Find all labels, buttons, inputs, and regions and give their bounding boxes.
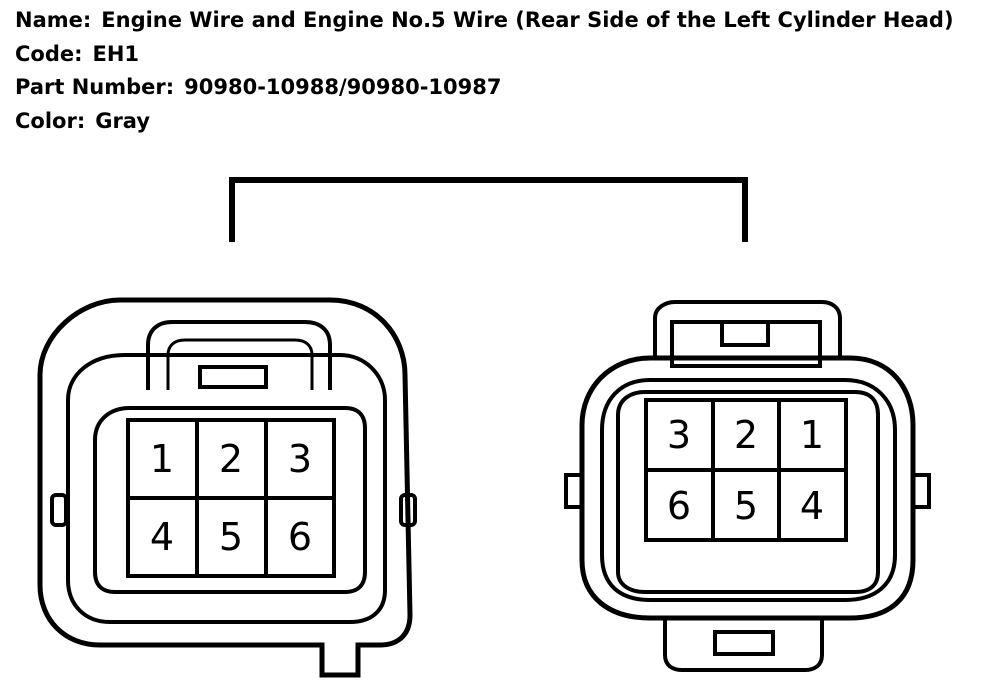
part-number-row: Part Number: 90980-10988/90980-10987 xyxy=(15,71,985,105)
left-connector: 1 2 3 4 5 6 xyxy=(37,297,417,678)
right-connector-housing xyxy=(579,355,916,621)
name-value: Engine Wire and Engine No.5 Wire (Rear S… xyxy=(101,8,954,32)
left-pin-label: 4 xyxy=(150,515,174,559)
left-connector-side-nub-right xyxy=(399,493,417,527)
left-connector-housing xyxy=(37,297,413,678)
connector-info: Name: Engine Wire and Engine No.5 Wire (R… xyxy=(15,4,985,138)
part-number-label: Part Number: xyxy=(15,75,175,99)
name-label: Name: xyxy=(15,8,92,32)
connector-pair-bracket xyxy=(229,177,748,242)
right-pin-label: 3 xyxy=(667,413,691,457)
right-connector-latch-body xyxy=(670,320,822,368)
code-value: EH1 xyxy=(92,41,140,66)
color-value: Gray xyxy=(95,108,151,133)
right-pin-label: 6 xyxy=(667,484,691,528)
right-pin-label: 1 xyxy=(800,413,824,457)
left-pin-label: 1 xyxy=(150,437,174,481)
right-connector-side-nub-right xyxy=(911,473,931,509)
left-connector-cavity-frame xyxy=(93,406,367,594)
left-connector-latch-slot xyxy=(198,365,268,389)
code-label: Code: xyxy=(15,41,83,66)
left-connector-latch-rail xyxy=(166,338,314,390)
right-connector-latch xyxy=(653,300,842,360)
left-pin-label: 3 xyxy=(288,437,312,481)
right-connector-latch-notch xyxy=(720,322,770,347)
left-connector-side-nub-left xyxy=(50,493,68,527)
color-row: Color: Gray xyxy=(15,105,985,139)
left-connector-inner-frame xyxy=(66,353,387,624)
right-pin-label: 4 xyxy=(800,484,824,528)
left-pin-label: 6 xyxy=(288,515,312,559)
code-row: Code: EH1 xyxy=(15,38,985,72)
right-connector-key-slot xyxy=(713,630,775,656)
right-connector: 3 2 1 6 5 4 xyxy=(564,300,931,672)
part-number-value: 90980-10988/90980-10987 xyxy=(184,75,502,99)
right-connector-inner-frame xyxy=(600,378,897,602)
left-connector-latch xyxy=(146,320,332,390)
right-connector-cavity-frame xyxy=(616,390,880,594)
left-pin-label: 2 xyxy=(219,437,243,481)
left-pin-label: 5 xyxy=(219,515,243,559)
color-label: Color: xyxy=(15,108,86,133)
right-pin-label: 5 xyxy=(734,484,758,528)
right-pin-label: 2 xyxy=(734,413,758,457)
name-row: Name: Engine Wire and Engine No.5 Wire (R… xyxy=(15,4,985,38)
right-connector-bottom-key xyxy=(663,618,824,672)
right-connector-side-nub-left xyxy=(564,473,584,509)
